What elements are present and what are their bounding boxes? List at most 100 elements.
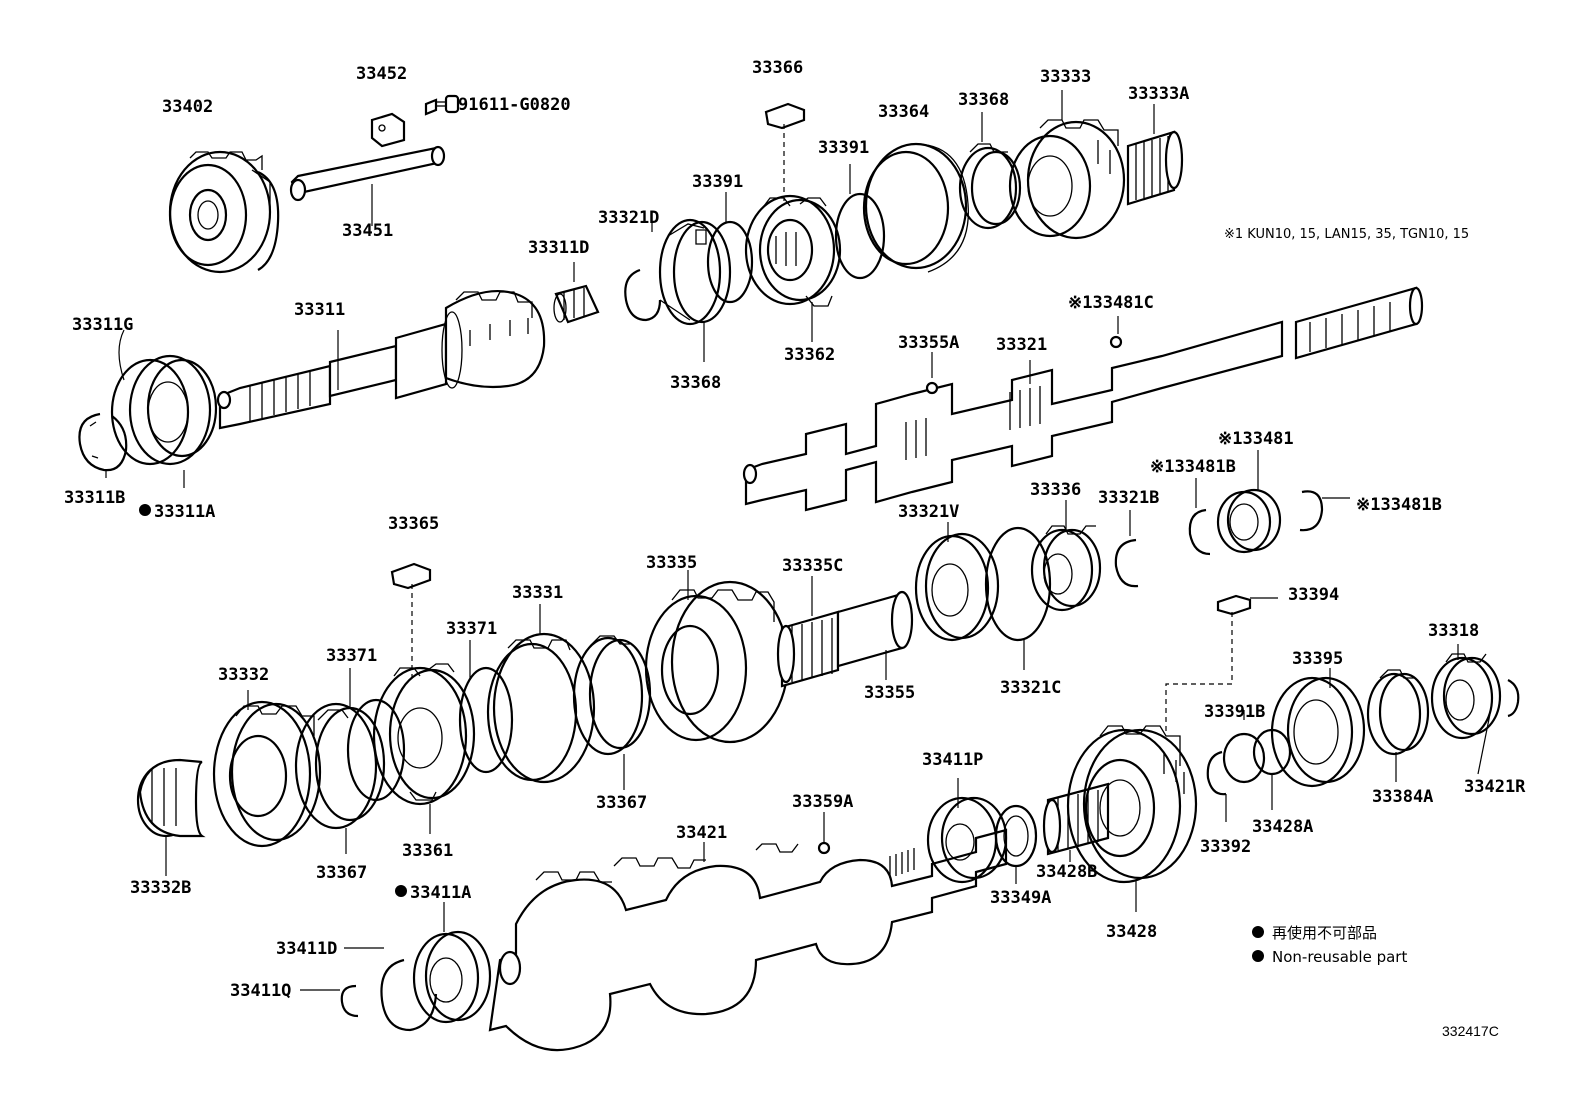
part-33336-gear	[1030, 525, 1102, 612]
part-33367b-synchronizer-ring	[572, 635, 652, 756]
label-33333: 33333	[1040, 67, 1091, 87]
part-33368-synchronizer-ring	[658, 218, 732, 326]
part-33481B-snap-ring-left	[1188, 508, 1211, 556]
figure-code: 332417C	[1442, 1023, 1499, 1039]
label-33366: 33366	[752, 58, 803, 78]
part-33384A-synchronizer-ring	[1366, 669, 1430, 756]
part-33452-lock-plate	[370, 112, 406, 148]
label-33451: 33451	[342, 221, 393, 241]
label-33311: 33311	[294, 300, 345, 320]
part-33395-hub-sleeve	[1270, 676, 1366, 788]
label-33335: 33335	[646, 553, 697, 573]
part-33311-input-shaft	[216, 290, 546, 430]
label-33371-right: 33371	[446, 619, 497, 639]
part-33402-reverse-idler-gear	[168, 150, 280, 274]
label-33481C: ※133481C	[1068, 293, 1154, 313]
label-33428B: 33428B	[1036, 862, 1097, 882]
legend: 再使用不可部品 Non-reusable part	[1252, 924, 1407, 966]
label-33452: 33452	[356, 64, 407, 84]
legend-text-en: Non-reusable part	[1272, 948, 1407, 966]
label-33311B: 33311B	[64, 488, 125, 508]
label-33402: 33402	[162, 97, 213, 117]
part-33371b-key-spring	[458, 666, 514, 774]
label-33364: 33364	[878, 102, 929, 122]
label-33391-left: 33391	[692, 172, 743, 192]
part-33321V-bearing	[914, 532, 1000, 642]
label-33355: 33355	[864, 683, 915, 703]
label-33411D: 33411D	[276, 939, 337, 959]
label-33321B: 33321B	[1098, 488, 1159, 508]
label-33332B: 33332B	[130, 878, 191, 898]
label-33371-left: 33371	[326, 646, 377, 666]
label-33481B-right: ※133481B	[1356, 495, 1442, 515]
label-33395: 33395	[1292, 649, 1343, 669]
part-33421-counter-gear	[488, 828, 1008, 1052]
label-91611-G0820: 91611-G0820	[458, 95, 571, 115]
part-33421R-snap-ring	[1507, 679, 1520, 718]
label-33421R: 33421R	[1464, 777, 1526, 797]
label-33411A: 33411A	[410, 883, 471, 903]
label-33321: 33321	[996, 335, 1047, 355]
part-33333-gear	[1008, 119, 1126, 240]
non-reusable-dot-33411A	[395, 885, 407, 897]
legend-dot-en	[1252, 950, 1264, 962]
part-33311G-bearing	[110, 354, 218, 466]
label-33311G: 33311G	[72, 315, 133, 335]
part-33311D-roller-bearing	[553, 284, 600, 324]
part-33321C-snap-ring	[984, 526, 1052, 642]
part-33355A-ball	[925, 381, 939, 395]
label-33365: 33365	[388, 514, 439, 534]
label-33392: 33392	[1200, 837, 1251, 857]
label-33391-right: 33391	[818, 138, 869, 158]
label-33368-bottom: 33368	[670, 373, 721, 393]
label-33318: 33318	[1428, 621, 1479, 641]
part-33321-output-shaft	[742, 286, 1424, 512]
part-33362-clutch-hub	[744, 194, 842, 342]
label-33361: 33361	[402, 841, 453, 861]
label-33394: 33394	[1288, 585, 1339, 605]
label-33321V: 33321V	[898, 502, 959, 522]
label-33367-right: 33367	[596, 793, 647, 813]
applicability-note: ※1 KUN10, 15, LAN15, 35, TGN10, 15	[1224, 227, 1469, 242]
part-91611-bolt	[424, 94, 460, 116]
part-33333A-needle-bearing	[1126, 130, 1184, 206]
part-33451-idler-shaft	[289, 145, 446, 226]
part-33481B-snap-ring-right	[1299, 490, 1324, 532]
part-33359A-ball	[817, 841, 831, 855]
part-33481C-ball	[1109, 335, 1123, 349]
part-33391b-key-spring	[834, 192, 886, 280]
part-33394-shifting-key	[1165, 594, 1278, 734]
label-33362: 33362	[784, 345, 835, 365]
label-33428: 33428	[1106, 922, 1157, 942]
part-33361-hub-sleeve	[372, 663, 476, 806]
part-33332B-needle-bearing	[136, 758, 206, 838]
label-33384A: 33384A	[1372, 787, 1433, 807]
label-33333A: 33333A	[1128, 84, 1189, 104]
label-33368-top: 33368	[958, 90, 1009, 110]
part-number-labels: 33402 33452 91611-G0820 33451 33366 3336…	[64, 58, 1526, 1001]
part-33411A-bearing	[412, 930, 492, 1024]
label-33355A: 33355A	[898, 333, 959, 353]
part-33335-gear	[644, 580, 790, 744]
part-33391B-key-spring	[1222, 728, 1292, 784]
label-33332: 33332	[218, 665, 269, 685]
part-33321B-snap-ring	[1114, 538, 1139, 588]
part-33318-gear	[1430, 653, 1502, 740]
legend-text-jp: 再使用不可部品	[1272, 924, 1377, 942]
part-33355-bushing	[836, 590, 914, 668]
part-33364-sleeve	[862, 142, 969, 273]
label-33481B-left: ※133481B	[1150, 457, 1236, 477]
part-33366-shifting-key	[764, 102, 806, 202]
label-33349A: 33349A	[990, 888, 1051, 908]
part-33335C-needle-bearing	[776, 610, 840, 688]
label-33428A: 33428A	[1252, 817, 1313, 837]
part-33365-shifting-key	[390, 562, 432, 678]
label-33411P: 33411P	[922, 750, 983, 770]
part-33411D-snap-ring	[380, 958, 438, 1032]
part-33371-key-spring	[346, 698, 406, 802]
part-33481-bearing	[1216, 488, 1282, 554]
part-33311B-snap-ring	[78, 412, 128, 472]
part-33391-key-spring	[706, 220, 754, 304]
